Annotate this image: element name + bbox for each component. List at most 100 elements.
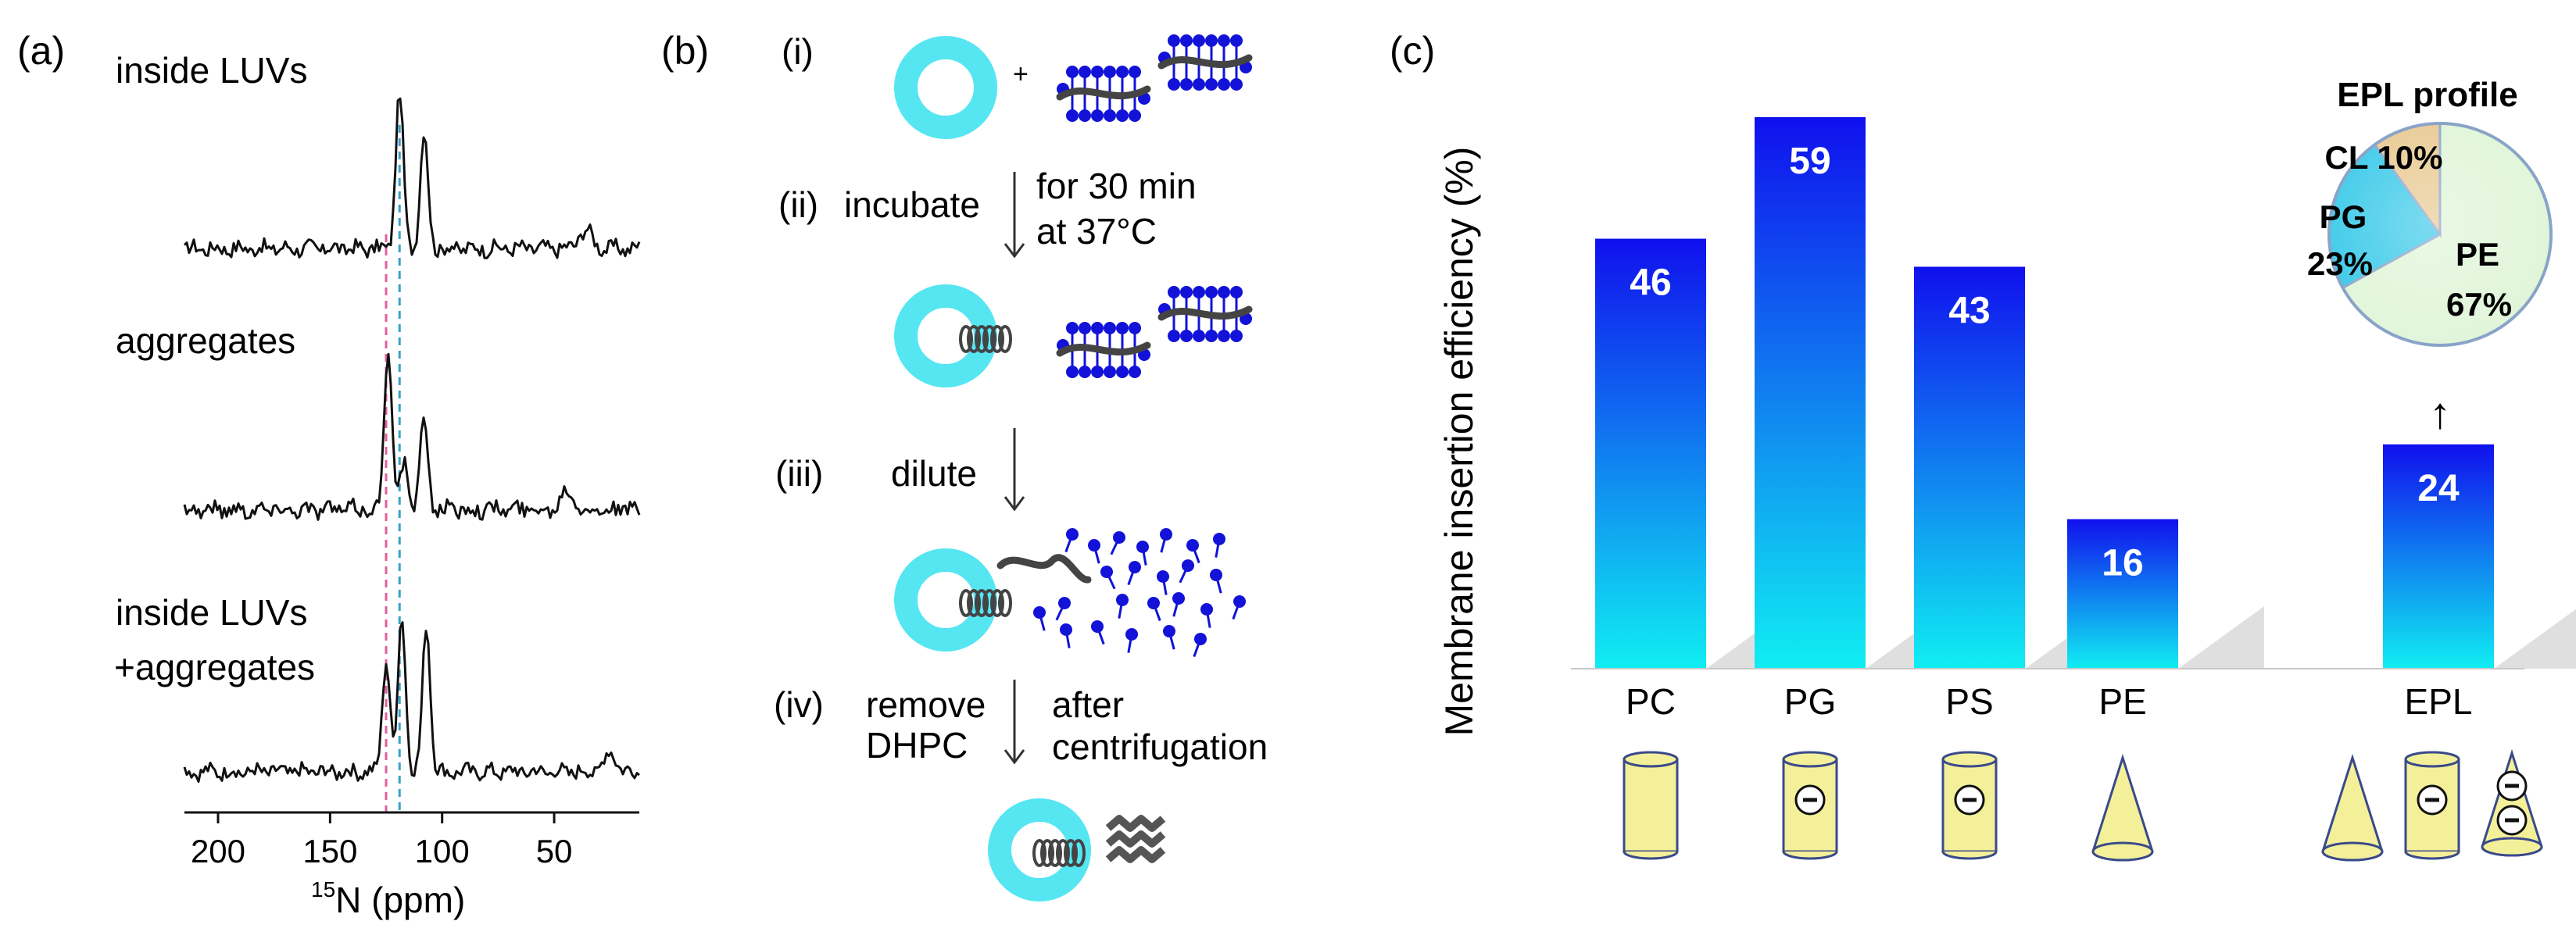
dhpc-monomer: [1033, 606, 1046, 631]
helix-turn: [1064, 839, 1078, 867]
helix-turn: [1048, 839, 1062, 867]
lipid-head: [1168, 34, 1180, 47]
lipid-head: [1147, 597, 1160, 609]
lipid-head: [1033, 606, 1046, 619]
lipid-head: [1182, 559, 1194, 572]
lipid-head: [1230, 78, 1243, 91]
lipid-head: [1168, 286, 1180, 298]
bicelle: [1056, 66, 1151, 122]
lipid-head: [1218, 34, 1230, 47]
step-ii-right-text-2: at 37°C: [1036, 211, 1157, 252]
pie-label-pe: PE: [2456, 236, 2499, 273]
lipid-head: [1180, 330, 1193, 342]
lipid-head: [1168, 330, 1180, 342]
lipid-head: [1066, 66, 1079, 78]
arrow-iv-head: [1004, 749, 1025, 765]
lipid-head: [1230, 286, 1243, 298]
charged-cylinder-icon: [1941, 751, 1998, 860]
x-axis-title-text: N (ppm): [335, 880, 465, 920]
helix-turn: [959, 589, 973, 617]
bar-value-label: 46: [1630, 262, 1671, 304]
aggregate-strand: [1105, 815, 1166, 832]
step-iv-right-text-1: after: [1052, 684, 1124, 725]
lipid-head: [1079, 66, 1091, 78]
trace3-label: inside LUVs: [116, 592, 307, 633]
nmr-reference-lines: [385, 125, 401, 812]
lipid-head: [1116, 66, 1129, 78]
dhpc-monomer: [1160, 528, 1172, 553]
helix-turn: [1056, 839, 1070, 867]
vesicle: [894, 284, 997, 387]
bar-epl: [2383, 444, 2494, 669]
dhpc-monomer: [1147, 597, 1161, 622]
lipid-head: [1213, 533, 1225, 545]
lipid-shape-icons: [1623, 749, 2543, 862]
lipid-head: [1088, 539, 1100, 552]
lipid-head: [1230, 330, 1243, 342]
helix-turn: [1072, 839, 1086, 867]
helix-turn: [959, 325, 973, 353]
lipid-head: [1205, 286, 1218, 298]
dhpc-monomer: [1116, 594, 1129, 619]
lipid-head: [1193, 78, 1205, 91]
step-iv-left-text-1: remove: [866, 684, 986, 725]
lipid-head: [1129, 366, 1141, 378]
trace3-label-line2: +aggregates: [114, 647, 315, 687]
x-axis-title-isotope: 15: [311, 877, 335, 902]
dhpc-monomer: [1136, 541, 1149, 566]
x-tick-label: 50: [536, 833, 573, 869]
lipid-head: [1172, 592, 1185, 605]
lipid-head: [1104, 109, 1116, 122]
helix-turn: [975, 589, 989, 617]
helix-turn: [998, 325, 1012, 353]
lipid-head: [1193, 330, 1205, 342]
bicelle: [1056, 322, 1151, 378]
category-label: PG: [1784, 681, 1836, 722]
lipid-head: [1218, 330, 1230, 342]
lipid-head: [1180, 34, 1193, 47]
lipid-head: [1157, 570, 1169, 583]
pie-label-cl: CL 10%: [2325, 139, 2443, 176]
dhpc-monomer: [1157, 570, 1169, 595]
bar-shadow: [2178, 606, 2264, 669]
lipid-head: [1104, 66, 1116, 78]
dhpc-monomer: [1060, 623, 1072, 648]
dhpc-monomer: [1110, 531, 1125, 555]
cone-icon: [2321, 754, 2384, 862]
lipid-head: [1205, 34, 1218, 47]
nmr-trace: [183, 97, 641, 259]
lipid-head: [1116, 594, 1129, 606]
dhpc-monomer: [1232, 595, 1246, 620]
step-ii-right-text-1: for 30 min: [1036, 166, 1197, 206]
lipid-head: [1116, 322, 1129, 334]
step-iv-number: (iv): [774, 684, 824, 725]
helix-turn: [990, 325, 1004, 353]
bicelle: [1157, 34, 1253, 91]
lipid-head: [1205, 78, 1218, 91]
bar-value-label: 16: [2102, 543, 2143, 584]
dhpc-monomer: [1179, 559, 1194, 584]
peptide: [1056, 341, 1151, 357]
dhpc-monomer: [1186, 539, 1200, 564]
x-tick-label: 150: [302, 833, 357, 869]
bar-value-label: 24: [2417, 468, 2460, 509]
helix: [1032, 839, 1086, 867]
vesicle: [894, 36, 997, 139]
helix: [959, 325, 1012, 353]
cylinder-bottom: [1941, 851, 1998, 860]
peptide: [1157, 305, 1253, 321]
lipid-head: [1113, 531, 1125, 544]
lipid-head: [1163, 625, 1175, 637]
helix-turn: [982, 325, 996, 353]
trace1-label: inside LUVs: [116, 50, 307, 91]
vesicle: [988, 798, 1091, 902]
arrow-iii-head: [1004, 496, 1025, 512]
panel-b-label: (b): [661, 29, 709, 73]
helix-turn: [975, 325, 989, 353]
bar-value-label: 59: [1789, 141, 1830, 182]
helix-turn: [990, 589, 1004, 617]
dhpc-monomer: [1088, 539, 1100, 564]
process-arrows: [1004, 172, 1025, 765]
cylinder-top: [1623, 751, 1679, 768]
